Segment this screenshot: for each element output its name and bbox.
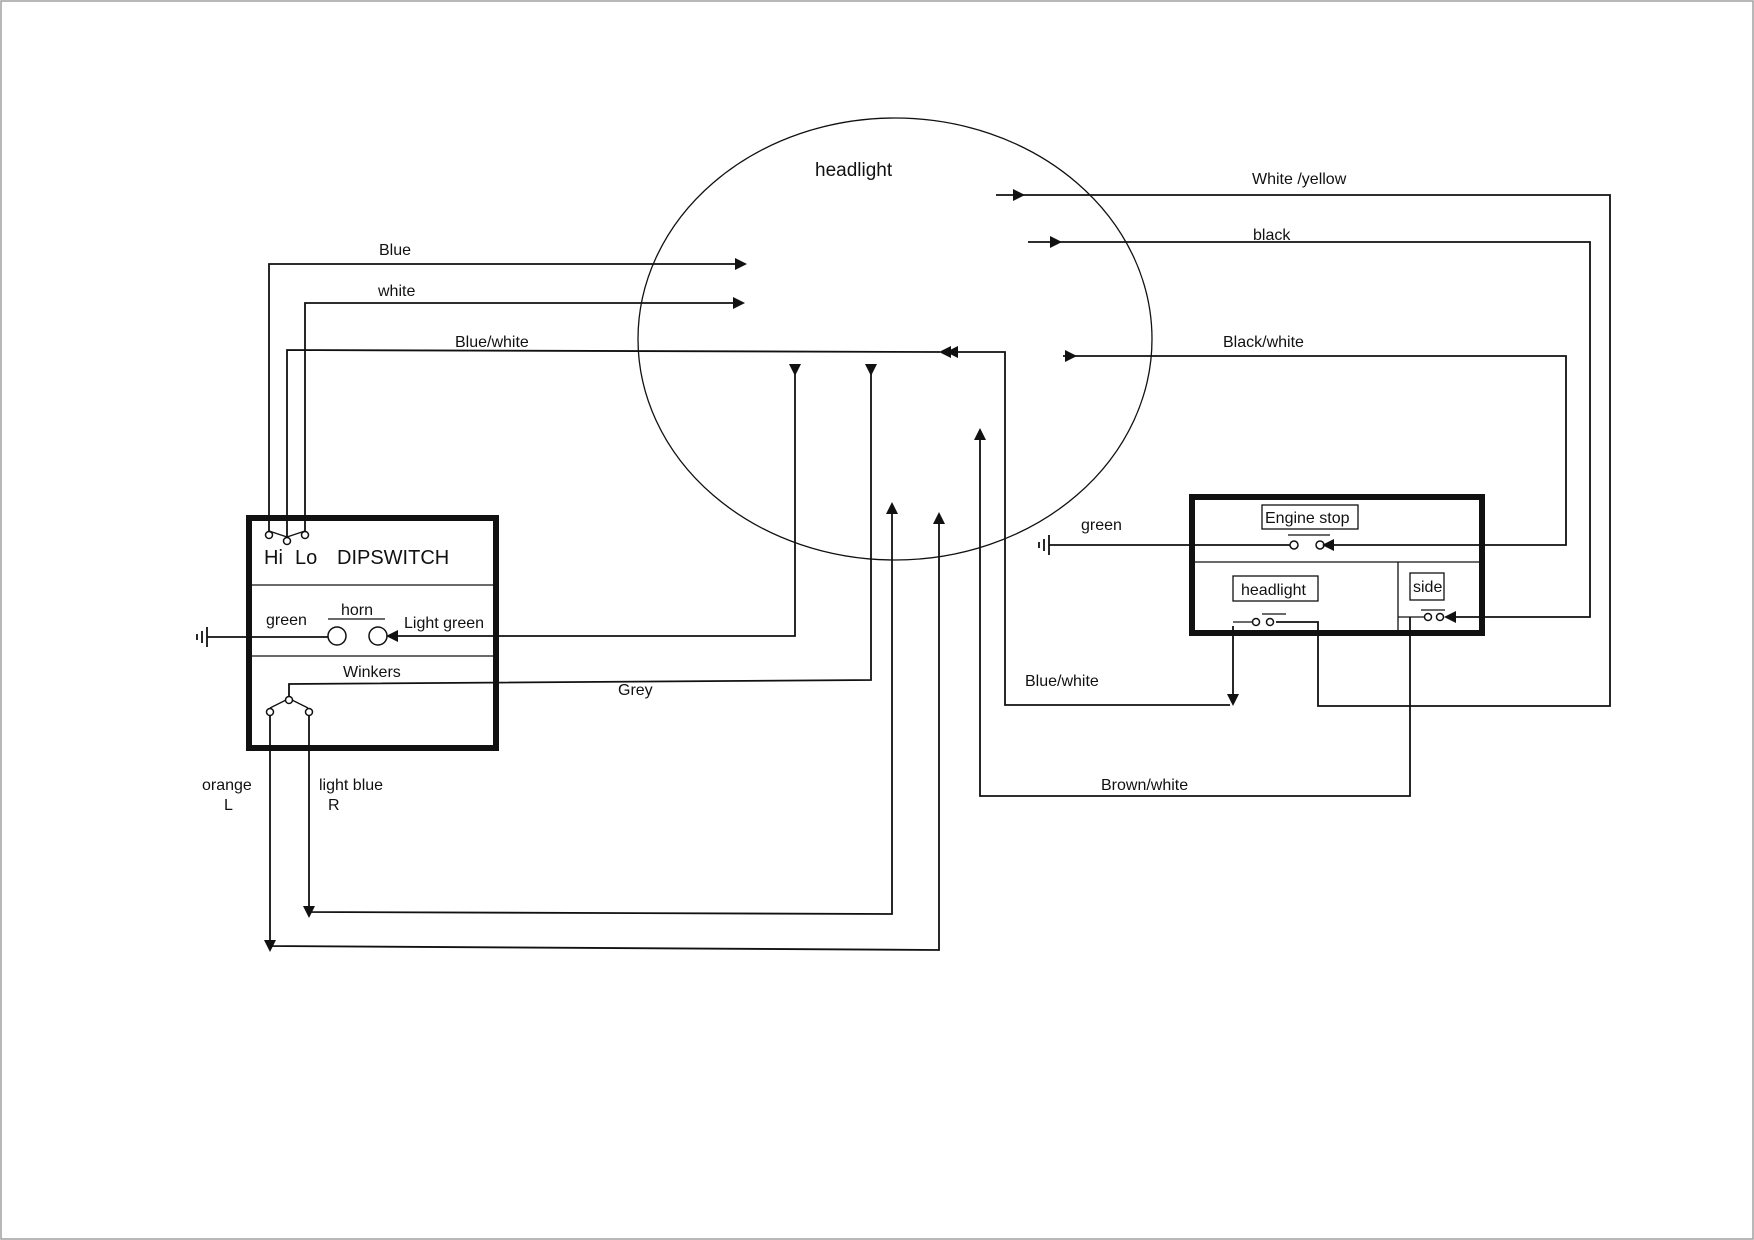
arrowhead bbox=[1050, 236, 1062, 248]
winkers-label: Winkers bbox=[343, 664, 401, 681]
ground-symbol-left bbox=[196, 627, 328, 647]
side-switch-box bbox=[1409, 572, 1445, 601]
arrowhead bbox=[1065, 350, 1077, 362]
wire-brown-white-label: Brown/white bbox=[1101, 777, 1188, 794]
wire-blue-white-top bbox=[286, 349, 941, 537]
arrowhead bbox=[733, 297, 745, 309]
arrowhead bbox=[303, 906, 315, 918]
arrowhead bbox=[789, 364, 801, 376]
engine-stop-box bbox=[1261, 504, 1359, 530]
arrowhead bbox=[1444, 611, 1456, 623]
engine-stop-switch bbox=[1288, 534, 1330, 550]
engine-stop-label: Engine stop bbox=[1265, 510, 1350, 527]
wire-white-label: white bbox=[377, 283, 415, 300]
headlight-switch-box bbox=[1232, 575, 1319, 602]
arrowhead bbox=[735, 258, 747, 270]
wire-grey-label: Grey bbox=[618, 682, 653, 699]
wire-black-label: black bbox=[1253, 227, 1291, 244]
wire-grey bbox=[288, 370, 872, 697]
arrowhead bbox=[865, 364, 877, 376]
arrowhead bbox=[946, 346, 958, 358]
side-switch bbox=[1421, 609, 1445, 622]
headlight-housing bbox=[637, 117, 1153, 561]
hi-lo-switch bbox=[264, 530, 310, 546]
horn-green-label: green bbox=[266, 612, 307, 629]
hi-label: Hi bbox=[264, 547, 283, 569]
ground-symbol-right bbox=[1038, 535, 1290, 555]
horn-light-green-label: Light green bbox=[404, 615, 484, 632]
switch-box bbox=[1189, 494, 1485, 636]
headlight-switch-label: headlight bbox=[1241, 582, 1307, 599]
arrowhead bbox=[974, 428, 986, 440]
dipswitch-box bbox=[246, 515, 499, 751]
horn-button bbox=[327, 618, 388, 646]
wire-orange bbox=[269, 520, 940, 951]
arrowhead bbox=[264, 940, 276, 952]
wire-blue-white-top-label: Blue/white bbox=[455, 334, 529, 351]
wire-orange-label: orange bbox=[202, 777, 252, 794]
dipswitch-title: DIPSWITCH bbox=[337, 547, 449, 569]
arrowhead bbox=[886, 502, 898, 514]
wire-orange-side-label: L bbox=[224, 797, 233, 814]
arrowhead bbox=[939, 346, 951, 358]
wire-blue bbox=[268, 263, 744, 531]
wire-blue-white-bottom-label: Blue/white bbox=[1025, 673, 1099, 690]
wire-blue-label: Blue bbox=[379, 242, 411, 259]
wire-black-white bbox=[1063, 355, 1567, 546]
headlight-title: headlight bbox=[815, 160, 893, 181]
arrowhead bbox=[386, 630, 398, 642]
wire-black bbox=[1028, 241, 1591, 618]
horn-label: horn bbox=[341, 602, 373, 619]
winkers-switch bbox=[265, 695, 314, 717]
switch-box-green-label: green bbox=[1081, 517, 1122, 534]
wire-light-blue-side-label: R bbox=[328, 797, 340, 814]
headlight-switch bbox=[1251, 613, 1286, 627]
arrowhead bbox=[1227, 694, 1239, 706]
arrowhead bbox=[1013, 189, 1025, 201]
lo-label: Lo bbox=[295, 547, 317, 569]
wire-light-green bbox=[388, 370, 796, 637]
wire-black-white-label: Black/white bbox=[1223, 334, 1304, 351]
wire-white bbox=[304, 302, 742, 531]
arrowhead bbox=[1322, 539, 1334, 551]
wire-light-blue bbox=[308, 510, 893, 915]
wire-white-yellow-label: White /yellow bbox=[1252, 171, 1347, 188]
side-switch-label: side bbox=[1413, 579, 1442, 596]
arrowhead bbox=[933, 512, 945, 524]
wire-blue-white-bottom bbox=[958, 351, 1230, 706]
wire-white-yellow bbox=[996, 194, 1611, 707]
wire-light-blue-label: light blue bbox=[319, 777, 383, 794]
